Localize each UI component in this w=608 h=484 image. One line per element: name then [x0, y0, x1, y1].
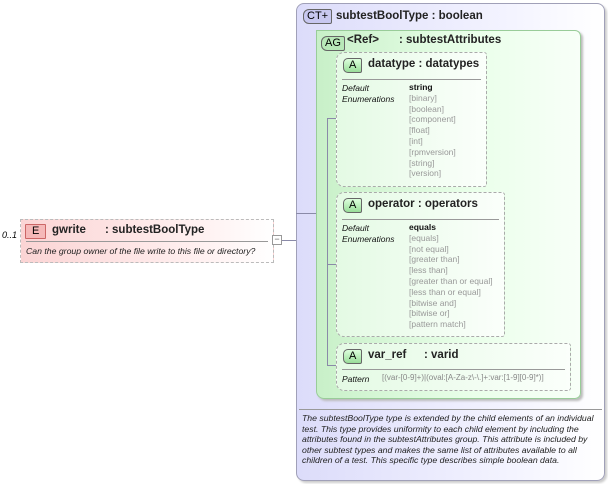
pattern-value: [(var-[0-9]+)|(oval:[A-Za-z\-\.]+:var:[1… — [382, 373, 544, 382]
enum-value: [greater than] — [409, 254, 460, 265]
enum-value: [rpmversion] — [409, 146, 456, 157]
tree-line — [327, 365, 337, 366]
default-label: Default — [342, 83, 369, 93]
tree-line — [327, 264, 337, 265]
ct-title: subtestBoolType : boolean — [336, 10, 483, 22]
default-value: equals — [409, 222, 436, 232]
enum-value: [pattern match] — [409, 319, 466, 330]
enum-value: [bitwise and] — [409, 297, 457, 308]
element-name: gwrite — [52, 224, 86, 236]
enum-value: [binary] — [409, 92, 437, 103]
enum-value: [not equal] — [409, 243, 449, 254]
enum-value: [float] — [409, 125, 430, 136]
element-description: Can the group owner of the file write to… — [26, 246, 256, 256]
enum-value: [component] — [409, 114, 456, 125]
collapse-toggle[interactable]: − — [272, 235, 282, 245]
enum-value: [equals] — [409, 232, 439, 243]
ag-badge-icon: AG — [321, 36, 345, 51]
element-type: : subtestBoolType — [105, 224, 205, 236]
ag-ref: <Ref> — [347, 34, 379, 46]
enum-value: [less than] — [409, 265, 448, 276]
default-value: string — [409, 82, 433, 92]
enum-value: [string] — [409, 157, 435, 168]
enum-value: [less than or equal] — [409, 286, 481, 297]
ct-description: The subtestBoolType type is extended by … — [302, 413, 594, 465]
connector — [296, 213, 318, 214]
attribute-title: operator : operators — [368, 198, 478, 210]
connector — [282, 240, 296, 241]
pattern-label: Pattern — [342, 374, 370, 384]
enum-value: [bitwise or] — [409, 308, 450, 319]
tree-line — [327, 118, 337, 119]
attribute-badge: A — [343, 349, 363, 364]
attribute-badge: A — [343, 58, 363, 73]
ct-badge-icon: CT+ — [303, 9, 333, 24]
attribute-name: var_ref — [368, 349, 407, 361]
enum-value: [greater than or equal] — [409, 275, 493, 286]
attribute-title: datatype : datatypes — [368, 58, 480, 70]
enum-value: [version] — [409, 168, 442, 179]
cardinality: 0..1 — [2, 230, 18, 240]
ag-type: : subtestAttributes — [399, 34, 502, 46]
enum-value: [boolean] — [409, 103, 444, 114]
enum-value: [int] — [409, 135, 423, 146]
tree-line — [327, 118, 328, 365]
attribute-var-ref[interactable]: A var_ref : varid Pattern [(var-[0-9]+)|… — [336, 343, 571, 391]
attribute-type: : varid — [424, 349, 459, 361]
element-badge: E — [25, 224, 47, 239]
default-label: Default — [342, 223, 369, 233]
enum-label: Enumerations — [342, 93, 395, 104]
enum-label: Enumerations — [342, 233, 395, 244]
element-gwrite[interactable]: E gwrite : subtestBoolType Can the group… — [20, 219, 274, 263]
attribute-badge: A — [343, 198, 363, 213]
